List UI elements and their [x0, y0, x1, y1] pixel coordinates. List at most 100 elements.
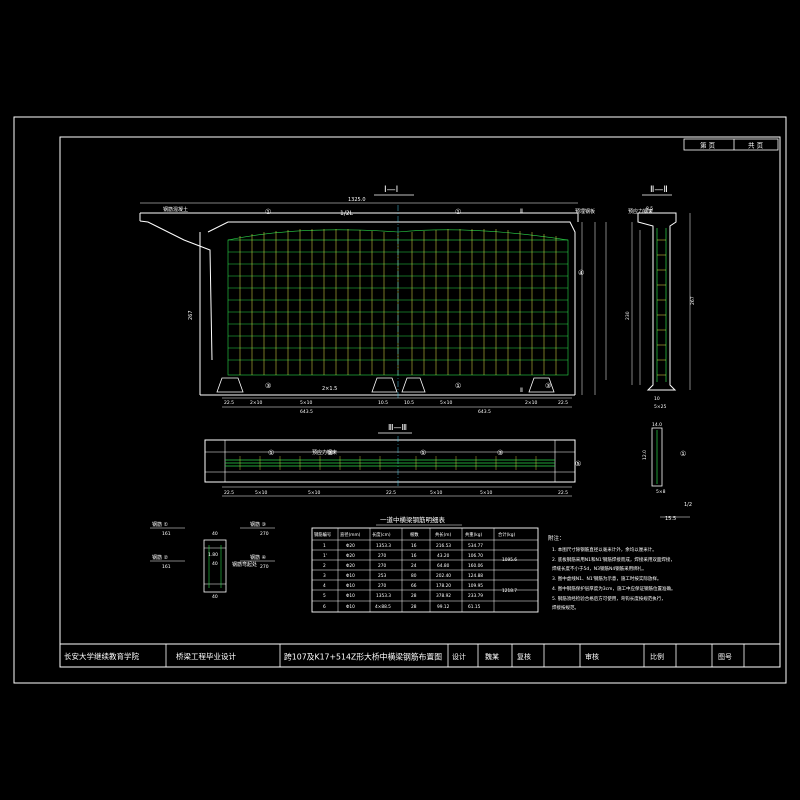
title-block: 长安大学继续教育学院 桥梁工程毕业设计 跨107及K17+514Z形大桥中横梁钢…	[59, 643, 781, 668]
svg-text:2: 2	[323, 563, 326, 569]
svg-text:①: ①	[455, 208, 461, 216]
svg-text:80: 80	[411, 573, 417, 579]
note-item: 焊缝长度不小于5d，N3钢筋N4钢筋采用绑扎。	[552, 565, 647, 572]
svg-text:①: ①	[268, 449, 274, 457]
table-row: 2 Φ20 270 24 64.80 160.06	[323, 563, 483, 569]
section-i-callouts: ① ① ③ ① ③ ④	[265, 208, 584, 390]
page-counter: 第 页 共 页	[683, 138, 779, 151]
svg-text:10: 10	[654, 396, 660, 402]
design-label: 设计	[452, 652, 466, 661]
svg-text:Φ10: Φ10	[346, 583, 355, 589]
svg-text:钢筋编号: 钢筋编号	[314, 531, 331, 538]
section-i-height-dim: 267	[188, 310, 194, 320]
section-ii-title: Ⅱ—Ⅱ	[650, 185, 668, 195]
svg-text:43.20: 43.20	[437, 553, 450, 559]
small-section-detail: 14.0 12.0 ① 5×8 1/2 15.5	[642, 422, 692, 522]
svg-text:Φ10: Φ10	[346, 604, 355, 610]
svg-text:643.5: 643.5	[478, 409, 491, 415]
svg-text:66: 66	[411, 583, 417, 589]
svg-text:22.5: 22.5	[224, 490, 234, 496]
svg-text:⑤: ⑤	[575, 460, 581, 468]
svg-text:5×10: 5×10	[308, 490, 320, 496]
svg-text:5×10: 5×10	[300, 400, 312, 406]
section-i-elevation: Ⅰ—Ⅰ 1325.0	[139, 185, 607, 415]
section-i-title: Ⅰ—Ⅰ	[384, 185, 398, 195]
svg-text:22.5: 22.5	[558, 490, 568, 496]
note-item: 5. 钢筋须经检验合格后方可使用，弯钩长度按规范执行，	[552, 595, 666, 602]
section-ii-cross-section: Ⅱ—Ⅱ 预应力钢束 230 267 8.5 10 5×25	[625, 185, 696, 410]
section-i-label-plate: 预埋钢板	[575, 208, 595, 215]
svg-text:270: 270	[378, 553, 386, 559]
drawing-title: 跨107及K17+514Z形大桥中横梁钢筋布置图	[284, 652, 442, 662]
table-row: 1 Φ20 1353.3 16 216.53 534.77	[323, 543, 483, 549]
table-row: 5 Φ10 1353.3 28 378.92 233.79	[323, 593, 483, 599]
section-i-label-spacing: 2×1.5	[322, 386, 337, 392]
svg-text:643.5: 643.5	[300, 409, 313, 415]
section-iii-plan: Ⅲ—Ⅲ 预应力钢束 ① ③ ① ③ ⑤	[204, 423, 581, 497]
svg-text:Φ20: Φ20	[346, 553, 355, 559]
notes-title: 附注：	[548, 534, 565, 542]
svg-text:24: 24	[411, 563, 417, 569]
svg-text:1353.3: 1353.3	[376, 543, 391, 549]
check-label: 复核	[517, 652, 531, 661]
svg-text:1095.6: 1095.6	[502, 557, 517, 563]
svg-text:233.79: 233.79	[468, 593, 483, 599]
svg-text:15.5: 15.5	[665, 516, 676, 522]
svg-text:3: 3	[323, 573, 326, 579]
svg-text:①: ①	[680, 450, 686, 458]
svg-text:钢筋 ②: 钢筋 ②	[152, 554, 169, 561]
svg-text:④: ④	[578, 269, 584, 277]
course-name: 桥梁工程毕业设计	[176, 651, 236, 661]
page-label: 第 页	[700, 141, 716, 150]
svg-text:③: ③	[327, 449, 333, 457]
svg-text:5×8: 5×8	[656, 489, 666, 495]
svg-text:③: ③	[497, 449, 503, 457]
svg-text:216.53: 216.53	[436, 543, 451, 549]
svg-text:178.20: 178.20	[436, 583, 451, 589]
svg-text:270: 270	[260, 564, 269, 570]
section-i-label-rc: 钢筋混凝土	[163, 206, 188, 213]
svg-text:99.12: 99.12	[437, 604, 450, 610]
svg-text:5×25: 5×25	[654, 404, 666, 410]
svg-text:1218.7: 1218.7	[502, 588, 517, 594]
svg-text:共长(m): 共长(m)	[435, 531, 451, 538]
notes-block: 附注： 1. 本图尺寸除钢筋直径以毫米计外，余均以厘米计。 2. 底板钢筋采用N…	[548, 534, 675, 611]
svg-text:28: 28	[411, 593, 417, 599]
svg-text:40: 40	[212, 531, 218, 537]
svg-text:16: 16	[411, 543, 417, 549]
svg-text:长度(cm): 长度(cm)	[372, 531, 391, 538]
svg-text:28: 28	[411, 604, 417, 610]
svg-text:1': 1'	[323, 553, 327, 559]
svg-text:钢筋弯起处: 钢筋弯起处	[232, 561, 257, 568]
svg-text:合计(kg): 合计(kg)	[498, 531, 515, 538]
section-i-label-half: 1/2L	[340, 210, 354, 217]
section-i-label-ii-a: Ⅱ	[520, 208, 523, 215]
svg-text:1.80: 1.80	[208, 552, 218, 558]
svg-text:5×10: 5×10	[430, 490, 442, 496]
note-item: 焊接按规范。	[552, 604, 579, 611]
note-item: 2. 底板钢筋采用N1和N1'钢筋焊接而成，焊接采用双面焊接，	[552, 556, 675, 563]
svg-text:22.5: 22.5	[224, 400, 234, 406]
section-iii-title: Ⅲ—Ⅲ	[388, 423, 407, 432]
outer-sheet-border	[13, 116, 787, 684]
svg-text:2×10: 2×10	[250, 400, 262, 406]
note-item: 1. 本图尺寸除钢筋直径以毫米计外，余均以厘米计。	[552, 546, 657, 553]
svg-text:10.5: 10.5	[378, 400, 388, 406]
section-i-label-ii-b: Ⅱ	[520, 387, 523, 394]
svg-text:270: 270	[260, 531, 269, 537]
svg-text:22.5: 22.5	[386, 490, 396, 496]
svg-text:10.5: 10.5	[404, 400, 414, 406]
svg-text:③: ③	[265, 382, 271, 390]
section-iii-label: 预应力钢束	[312, 449, 337, 456]
svg-text:根数: 根数	[410, 531, 419, 538]
svg-text:22.5: 22.5	[558, 400, 568, 406]
svg-text:8.5: 8.5	[646, 206, 653, 212]
table-header: 钢筋编号 直径(mm) 长度(cm) 根数 共长(m) 共重(kg) 合计(kg…	[314, 531, 515, 538]
svg-text:钢筋 ③: 钢筋 ③	[250, 521, 266, 528]
svg-text:4: 4	[323, 583, 326, 589]
svg-text:161: 161	[162, 564, 171, 570]
svg-text:230: 230	[625, 311, 631, 320]
table-row: 1' Φ20 270 16 43.20 106.70 1095.6	[323, 553, 517, 563]
svg-text:Φ20: Φ20	[346, 563, 355, 569]
